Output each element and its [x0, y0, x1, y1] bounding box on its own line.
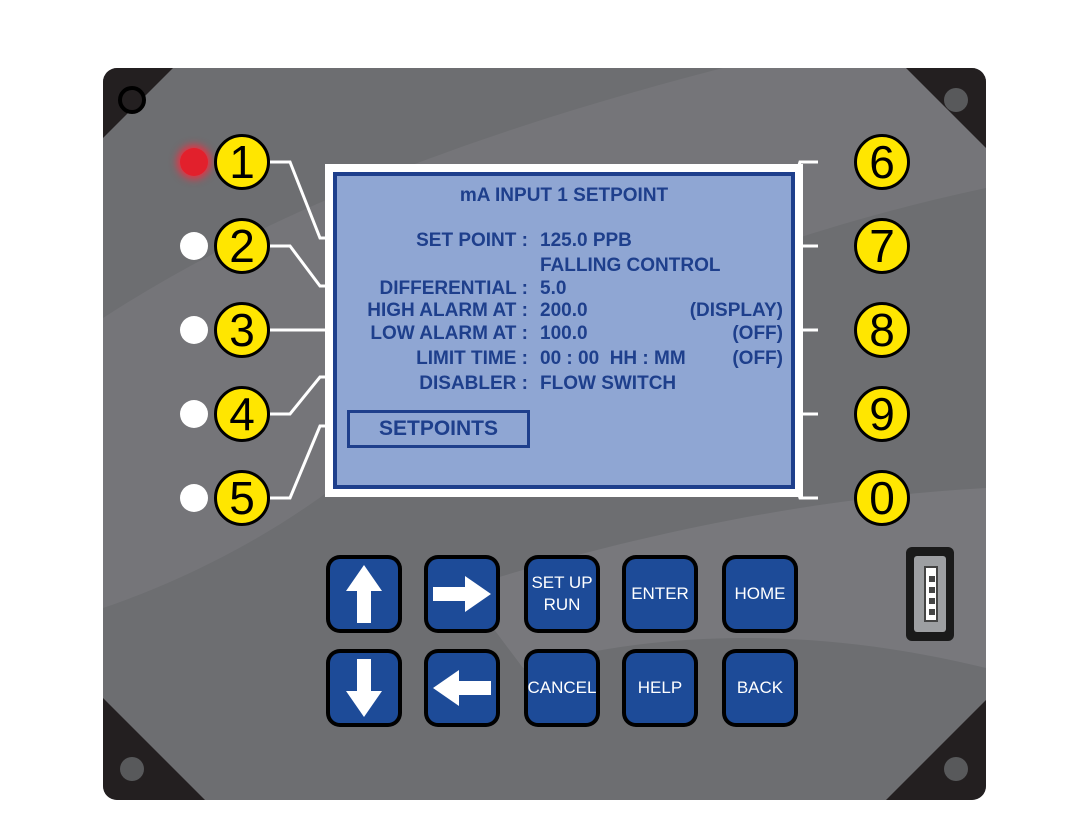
help-label: HELP	[626, 653, 694, 723]
screw-hole-top-left	[118, 86, 146, 114]
high-alarm-value: 200.0	[540, 300, 588, 321]
help-button[interactable]: HELP	[622, 649, 698, 727]
status-led-1	[180, 148, 208, 176]
corner-top-right	[906, 68, 986, 148]
arrow-up-icon	[346, 565, 382, 623]
soft-button-7[interactable]: 7	[854, 218, 910, 274]
low-alarm-label: LOW ALARM AT :	[370, 323, 528, 344]
soft-button-8[interactable]: 8	[854, 302, 910, 358]
arrow-down-icon	[346, 659, 382, 717]
down-arrow-button[interactable]	[326, 649, 402, 727]
home-label: HOME	[726, 559, 794, 629]
status-led-4	[180, 400, 208, 428]
limit-time-value: 00 : 00 HH : MM	[540, 348, 686, 369]
limit-time-label: LIMIT TIME :	[416, 348, 528, 369]
right-arrow-button[interactable]	[424, 555, 500, 633]
differential-label: DIFFERENTIAL :	[379, 278, 528, 299]
usb-pins	[929, 576, 935, 615]
low-alarm-status: (OFF)	[732, 323, 783, 344]
screen-title: mA INPUT 1 SETPOINT	[459, 185, 669, 206]
status-led-5	[180, 484, 208, 512]
limit-time-status: (OFF)	[732, 348, 783, 369]
setpoint-label: SET POINT :	[416, 230, 528, 251]
soft-button-3[interactable]: 3	[214, 302, 270, 358]
status-led-2	[180, 232, 208, 260]
arrow-left-icon	[433, 670, 491, 706]
lcd-display	[337, 176, 791, 485]
soft-button-6[interactable]: 6	[854, 134, 910, 190]
screw-hole-bottom-right	[944, 757, 968, 781]
cancel-button[interactable]: CANCEL	[524, 649, 600, 727]
screw-hole-top-right	[944, 88, 968, 112]
setpoint-value: 125.0 PPB	[540, 230, 632, 251]
enter-button[interactable]: ENTER	[622, 555, 698, 633]
low-alarm-value: 100.0	[540, 323, 588, 344]
disabler-label: DISABLER :	[419, 373, 528, 394]
soft-button-9[interactable]: 9	[854, 386, 910, 442]
control-direction-value: FALLING CONTROL	[540, 255, 721, 276]
setup-label: SET UP	[531, 573, 593, 592]
disabler-value: FLOW SWITCH	[540, 373, 677, 394]
up-arrow-button[interactable]	[326, 555, 402, 633]
soft-button-1[interactable]: 1	[214, 134, 270, 190]
enter-label: ENTER	[626, 559, 694, 629]
soft-button-2[interactable]: 2	[214, 218, 270, 274]
differential-value: 5.0	[540, 278, 567, 299]
back-button[interactable]: BACK	[722, 649, 798, 727]
soft-button-0[interactable]: 0	[854, 470, 910, 526]
left-arrow-button[interactable]	[424, 649, 500, 727]
setup-run-button[interactable]: SET UP RUN	[524, 555, 600, 633]
cancel-label: CANCEL	[528, 653, 596, 723]
home-button[interactable]: HOME	[722, 555, 798, 633]
high-alarm-status: (DISPLAY)	[689, 300, 783, 321]
screw-hole-bottom-left	[120, 757, 144, 781]
back-label: BACK	[726, 653, 794, 723]
soft-button-4[interactable]: 4	[214, 386, 270, 442]
high-alarm-label: HIGH ALARM AT :	[367, 300, 528, 321]
run-label: RUN	[543, 595, 581, 614]
soft-button-5[interactable]: 5	[214, 470, 270, 526]
arrow-right-icon	[433, 576, 491, 612]
setpoints-softkey[interactable]: SETPOINTS	[347, 410, 530, 448]
status-led-3	[180, 316, 208, 344]
